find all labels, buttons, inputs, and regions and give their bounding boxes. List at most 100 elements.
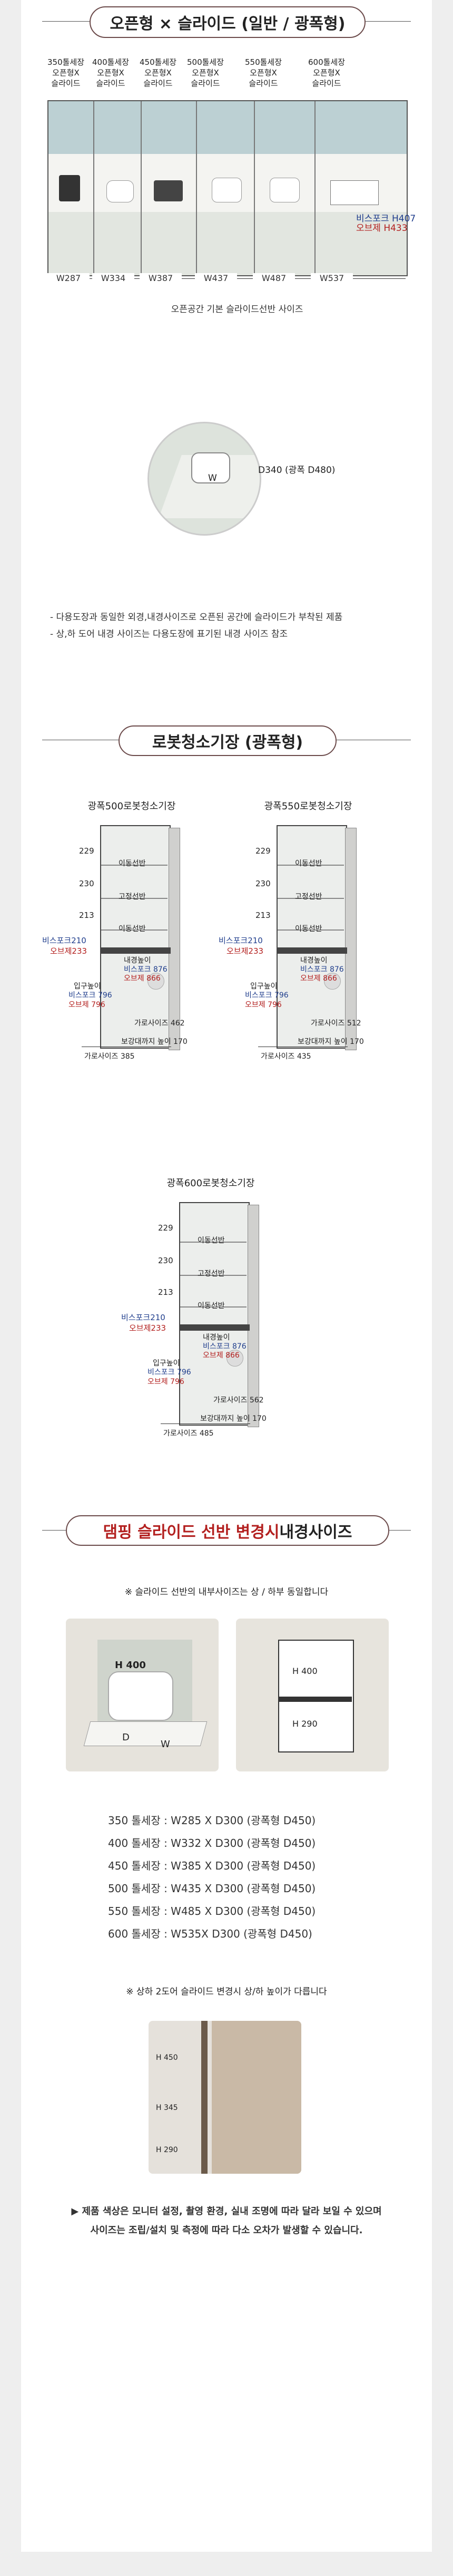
shelf-label-3: 이동선반 <box>198 1302 225 1310</box>
bisco-height: 비스포크210 <box>42 936 86 945</box>
cabinet-door-edge <box>169 828 180 1050</box>
shelf-line <box>180 1242 247 1243</box>
shelf-label-1: 이동선반 <box>119 859 146 868</box>
inner-height-bisco: 비스포크 876 <box>124 965 168 974</box>
inner-height-label: 내경높이 <box>300 956 328 965</box>
bisco-height: 비스포크210 <box>121 1313 165 1322</box>
photo-two-door-heights <box>149 2021 301 2174</box>
height-obje: 오브제 H433 <box>356 223 408 234</box>
footer-line-1: ▶ 제품 색상은 모니터 설정, 촬영 환경, 실내 조명에 따라 달라 보일 … <box>71 2206 382 2217</box>
cabinet-label-line: 500톨세장 <box>186 57 224 67</box>
cabinet-door-edge <box>248 1205 259 1427</box>
width-inner: 가로사이즈 462 <box>134 1019 185 1028</box>
inner-height-label: 내경높이 <box>203 1333 230 1342</box>
cabinet-divider <box>254 101 255 275</box>
inner-size-row: 550 톨세장 : W485 X D300 (광폭형 D450) <box>108 1905 316 1918</box>
cabinet-divider <box>141 101 142 275</box>
width-inner: 가로사이즈 562 <box>213 1396 264 1405</box>
cabinet-label-line: 오픈형X <box>97 68 124 78</box>
robot-bay-top <box>100 947 171 954</box>
section-title-text: 오픈형 × 슬라이드 (일반 / 광폭형) <box>110 15 346 33</box>
rice-cooker-icon <box>108 1671 173 1721</box>
shelf-label-1: 이동선반 <box>295 859 322 868</box>
photo1-width: W <box>161 1739 170 1750</box>
cabinet-label-line: 슬라이드 <box>143 79 173 88</box>
height-1: 229 <box>158 1223 173 1233</box>
rice-cooker-icon <box>191 452 230 483</box>
photo3-h2: H 345 <box>156 2104 178 2112</box>
cabinet-divider <box>314 101 316 275</box>
note-2: - 상,하 도어 내경 사이즈는 다용도장에 표기된 내경 사이즈 참조 <box>50 629 288 640</box>
shelf-label-2: 고정선반 <box>295 893 322 901</box>
photo-slide-shelf-open <box>66 1619 219 1771</box>
cabinet-label-line: 600톨세장 <box>308 57 346 67</box>
height-3: 213 <box>158 1287 173 1297</box>
base-height: 보강대까지 높이 170 <box>200 1415 267 1423</box>
cabinet-label-line: 오픈형X <box>313 68 340 78</box>
height-3: 213 <box>79 911 94 920</box>
width-outer: 가로사이즈 485 <box>163 1429 214 1438</box>
zoom-width-label: W <box>208 473 217 483</box>
zoom-depth-label: D340 (광폭 D480) <box>258 465 336 476</box>
cabinet-label-line: 오픈형X <box>192 68 219 78</box>
width-dimension-line <box>161 1423 250 1424</box>
cabinet-side <box>201 2021 208 2174</box>
cabinet-label-line: 오픈형X <box>250 68 277 78</box>
shelf-line <box>278 898 344 899</box>
lower-doors <box>48 212 407 275</box>
unit-title: 광폭550로봇청소기장 <box>264 801 352 812</box>
width-label: W387 <box>140 273 182 283</box>
cabinet-body <box>278 1640 354 1752</box>
height-1: 229 <box>79 846 94 856</box>
entry-height-label: 입구높이 <box>153 1359 180 1368</box>
cabinet-label-line: 슬라이드 <box>51 79 81 88</box>
width-outer: 가로사이즈 385 <box>84 1052 135 1061</box>
wood-door-panel <box>212 2021 301 2174</box>
photo3-h3: H 290 <box>156 2146 178 2154</box>
robot-bay-top <box>277 947 347 954</box>
shelf-label-3: 이동선반 <box>295 925 322 933</box>
entry-height-bisco: 비스포크 796 <box>68 991 112 1000</box>
robot-vacuum-icon <box>226 1350 243 1367</box>
photo2-height-upper: H 400 <box>292 1666 318 1676</box>
shelf-line <box>278 865 344 866</box>
inner-size-row: 450 톨세장 : W385 X D300 (광폭형 D450) <box>108 1860 316 1872</box>
robot-vacuum-icon <box>324 973 341 990</box>
open-space-note: 오픈공간 기본 슬라이드선반 사이즈 <box>171 304 303 315</box>
shelf-label-3: 이동선반 <box>119 925 146 933</box>
cabinet-door-edge <box>345 828 357 1050</box>
inner-height-bisco: 비스포크 876 <box>203 1342 247 1351</box>
cabinet-label-line: 450톨세장 <box>139 57 177 67</box>
width-inner: 가로사이즈 512 <box>311 1019 361 1028</box>
cabinet-label-line: 슬라이드 <box>96 79 125 88</box>
width-label: W487 <box>253 273 295 283</box>
coffee-machine-icon <box>59 175 80 201</box>
section-title-text: 로봇청소기장 (광폭형) <box>152 733 303 752</box>
shelf-label-2: 고정선반 <box>119 893 146 901</box>
slide-tray <box>83 1721 208 1746</box>
shelf-line <box>101 898 168 899</box>
note-1: - 다용도장과 동일한 외경,내경사이즈로 오픈된 공간에 슬라이드가 부착된 … <box>50 612 343 623</box>
inner-size-row: 400 톨세장 : W332 X D300 (광폭형 D450) <box>108 1837 316 1849</box>
height-1: 229 <box>255 846 271 856</box>
shelf-label-2: 고정선반 <box>198 1270 225 1278</box>
cabinet-row-drawing <box>47 100 408 276</box>
toaster-icon <box>154 180 183 201</box>
entry-height-obje: 오브제 796 <box>68 1001 105 1009</box>
base-height: 보강대까지 높이 170 <box>121 1038 188 1046</box>
photo3-h1: H 450 <box>156 2054 178 2062</box>
footer-line-2: 사이즈는 조립/설치 및 측정에 따라 다소 오차가 발생할 수 있습니다. <box>90 2225 363 2236</box>
photo2-height-lower: H 290 <box>292 1719 318 1729</box>
section-title-damping: 댐핑 슬라이드 선반 변경시 내경사이즈 <box>66 1515 389 1546</box>
cabinet-label-line: 슬라이드 <box>312 79 341 88</box>
base-height: 보강대까지 높이 170 <box>298 1038 364 1046</box>
obje-height: 오브제233 <box>129 1323 166 1333</box>
robot-bay-top <box>179 1324 250 1331</box>
width-label: W334 <box>92 273 134 283</box>
